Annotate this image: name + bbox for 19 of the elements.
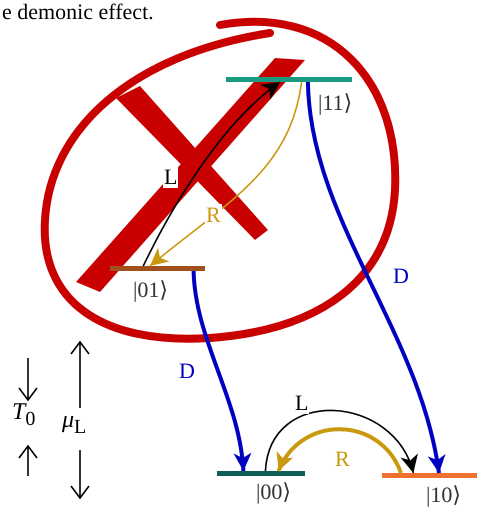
state-label: |10⟩ — [426, 484, 461, 506]
energy-level-bar — [217, 471, 305, 476]
state-label: |00⟩ — [256, 481, 291, 503]
state-label: |01⟩ — [133, 279, 168, 301]
arrow — [142, 81, 281, 266]
state-label: |11⟩ — [318, 92, 352, 114]
parameter-label: μ$_{L}$ — [62, 408, 86, 437]
arrow — [306, 82, 445, 474]
energy-level-bar — [226, 77, 352, 82]
edge-label: L — [163, 166, 178, 188]
arrow — [264, 410, 416, 474]
energy-level-bar — [110, 266, 205, 271]
edge-label: R — [205, 204, 222, 226]
arrow — [149, 82, 302, 267]
parameter-label: T$_{0}$ — [12, 400, 36, 429]
arrow — [192, 270, 251, 472]
energy-level-bar — [382, 473, 477, 478]
arrow — [276, 427, 403, 474]
top-text: e demonic effect. — [2, 1, 154, 23]
